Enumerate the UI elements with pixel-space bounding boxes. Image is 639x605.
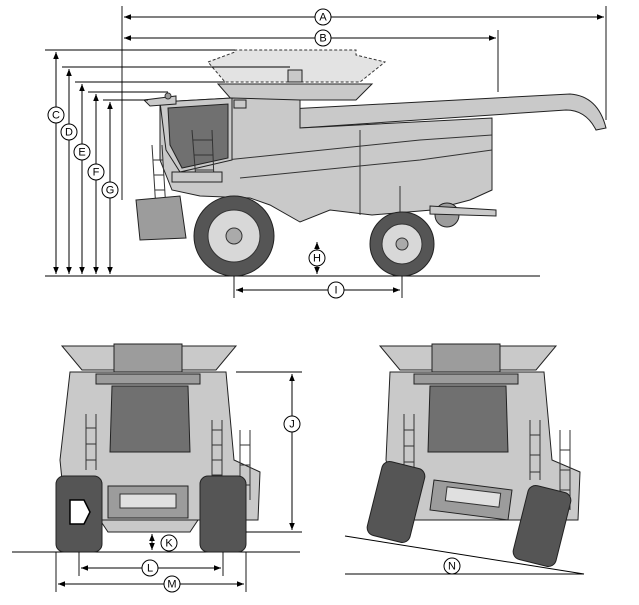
svg-text:K: K — [165, 538, 173, 550]
slope-left-tire — [366, 461, 426, 543]
svg-text:C: C — [52, 110, 60, 122]
svg-text:I: I — [334, 285, 337, 297]
body-panel-line — [239, 149, 493, 179]
front-wheel — [193, 195, 275, 277]
rear-axle-arm — [429, 205, 497, 217]
slope-cab-window — [427, 385, 509, 453]
front-feeder-plate — [119, 493, 177, 509]
cab-window — [167, 103, 229, 169]
slope-line — [344, 535, 585, 575]
slope-light-bar — [413, 373, 519, 385]
dim-n-label: N — [443, 557, 461, 575]
svg-text:A: A — [319, 12, 327, 24]
rear-wheel — [369, 211, 435, 277]
front-right-tire — [199, 475, 247, 553]
dim-b-label: B — [314, 29, 332, 47]
dim-l-label: L — [141, 559, 159, 577]
combine-body — [159, 97, 493, 223]
platform-step — [171, 171, 223, 183]
dim-g-label: G — [101, 181, 119, 199]
front-light-bar — [95, 373, 201, 385]
feeder-house — [135, 195, 187, 241]
unloading-auger — [268, 93, 607, 131]
dim-h-label: H — [308, 249, 326, 267]
axle-cutaway-icon — [69, 499, 91, 525]
svg-text:E: E — [78, 147, 85, 159]
beacon-icon — [164, 92, 172, 100]
svg-text:F: F — [93, 167, 100, 179]
dim-i-label: I — [327, 281, 345, 299]
dim-j-label: J — [283, 415, 301, 433]
slope-ladder — [403, 414, 571, 510]
svg-text:B: B — [319, 33, 326, 45]
dim-a-label: A — [314, 8, 332, 26]
side-view: A B C D E F — [45, 6, 607, 299]
svg-text:N: N — [448, 561, 456, 573]
front-tank-center — [113, 343, 183, 373]
front-view-slope: N — [344, 343, 585, 575]
svg-text:J: J — [289, 419, 295, 431]
body-panel-line — [225, 134, 493, 161]
svg-text:G: G — [106, 185, 115, 197]
dim-m-label: M — [163, 575, 181, 593]
svg-text:D: D — [65, 127, 73, 139]
cab-roof-lip — [142, 95, 177, 107]
svg-text:H: H — [313, 253, 321, 265]
svg-text:M: M — [167, 579, 176, 591]
dim-f-label: F — [87, 163, 105, 181]
slope-tank-center — [431, 343, 501, 373]
front-view: J K L M — [12, 343, 302, 593]
front-cab-window — [109, 385, 191, 453]
grain-tank-light — [287, 69, 303, 83]
dim-d-label: D — [60, 123, 78, 141]
front-axle — [99, 519, 199, 533]
front-ladder — [85, 414, 251, 500]
dim-c-label: C — [47, 106, 65, 124]
cab-vent — [233, 99, 247, 109]
grain-tank-extension — [207, 49, 387, 83]
svg-text:L: L — [147, 563, 153, 575]
dim-k-label: K — [160, 534, 178, 552]
dim-e-label: E — [73, 143, 91, 161]
slope-right-tire — [512, 485, 572, 567]
slope-feeder-plate — [444, 486, 502, 508]
grain-tank — [216, 83, 374, 101]
